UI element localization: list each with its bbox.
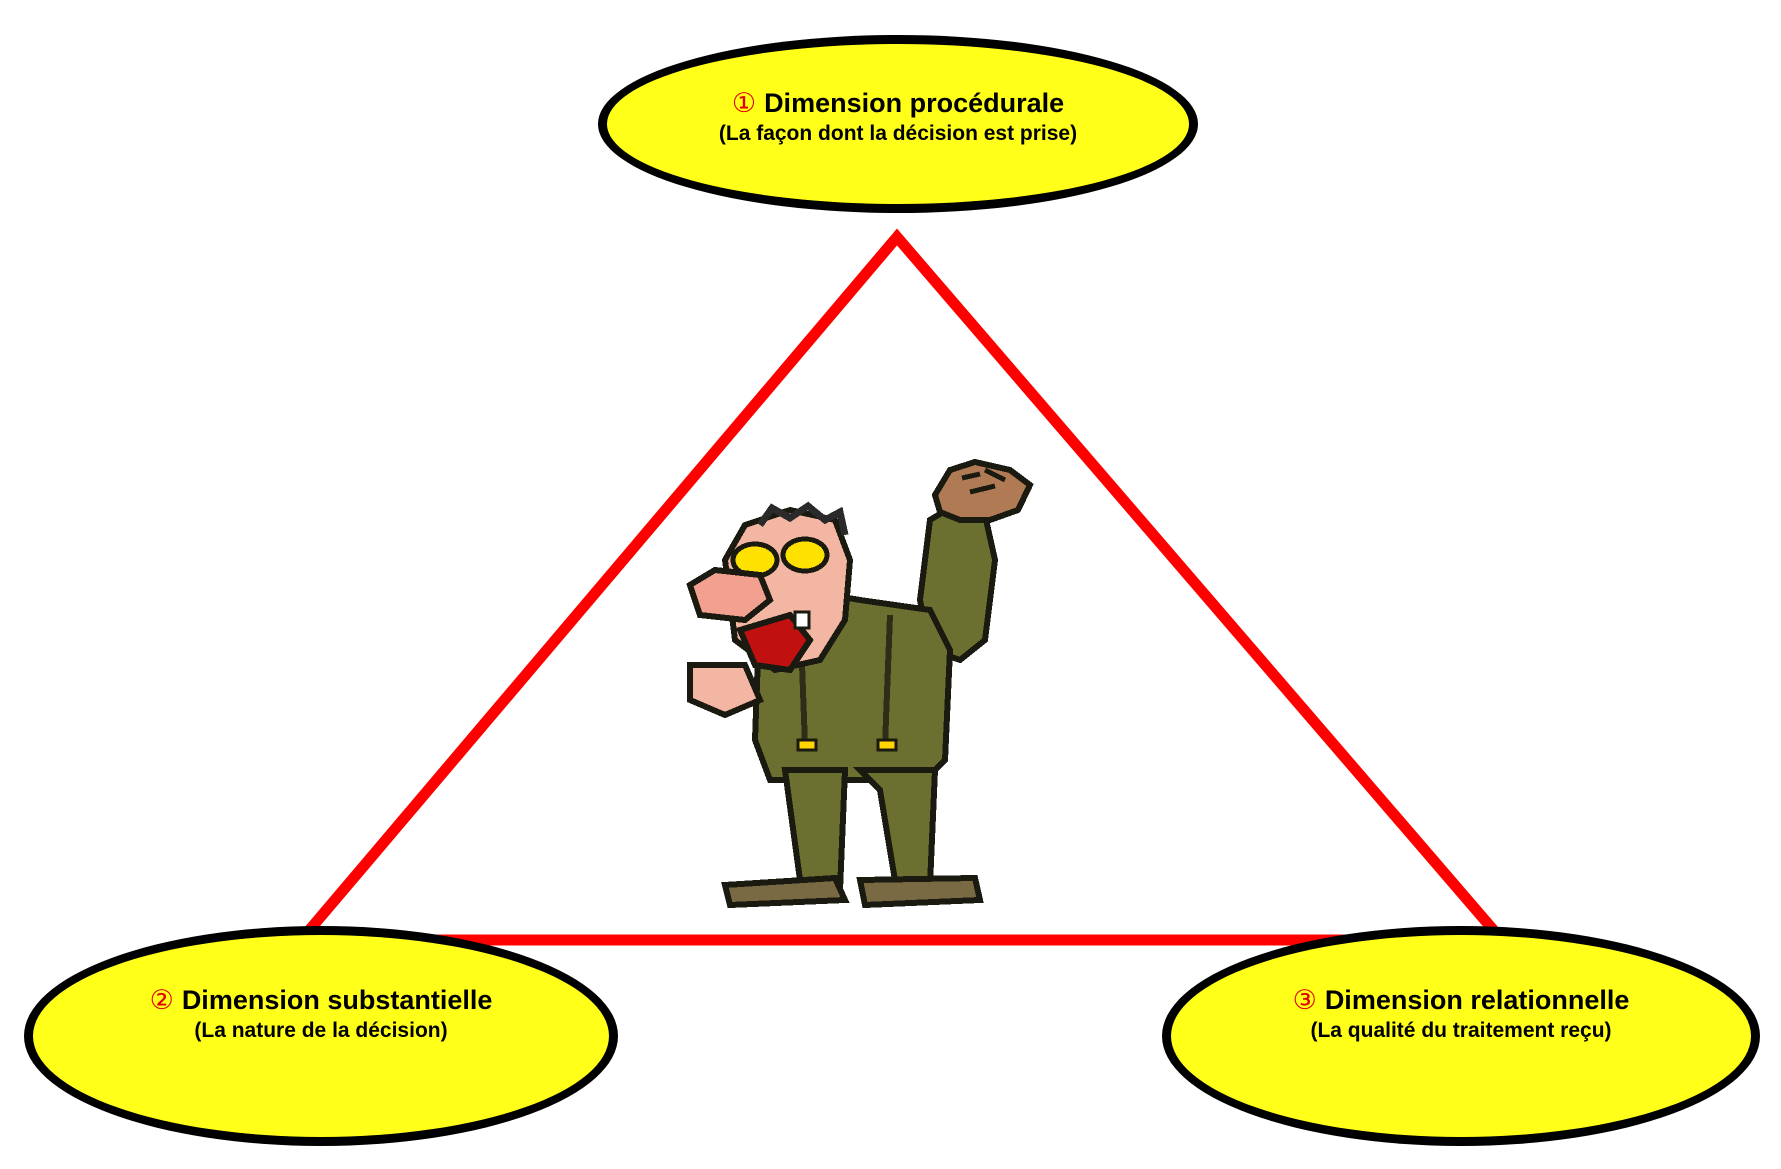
dimension-substantielle-title-text: Dimension substantielle	[181, 985, 493, 1015]
man-nose	[686, 566, 774, 624]
dimension-relationnelle-subtitle: (La qualité du traitement reçu)	[1310, 1019, 1612, 1042]
dimension-procedurale-subtitle: (La façon dont la décision est prise)	[718, 122, 1078, 145]
man-right-leg	[852, 767, 939, 894]
man-chin	[687, 662, 764, 719]
man-right-shoe	[856, 874, 984, 909]
dimension-relationnelle-number: ③	[1292, 985, 1317, 1015]
triangle-outline	[289, 228, 1514, 946]
cartoon-man-raising-fist-icon	[686, 458, 1034, 909]
man-hair	[757, 501, 849, 536]
man-left-shoe	[721, 874, 850, 909]
dimension-procedurale-number: ①	[731, 88, 757, 118]
man-mouth	[735, 611, 814, 674]
man-glasses-right	[780, 536, 830, 574]
dimension-substantielle-number: ②	[149, 985, 174, 1015]
dimension-procedurale-title-text: Dimension procédurale	[764, 88, 1065, 118]
dimension-substantielle-subtitle: (La nature de la décision)	[194, 1019, 448, 1042]
dimension-relationnelle-title-text: Dimension relationnelle	[1324, 985, 1630, 1015]
